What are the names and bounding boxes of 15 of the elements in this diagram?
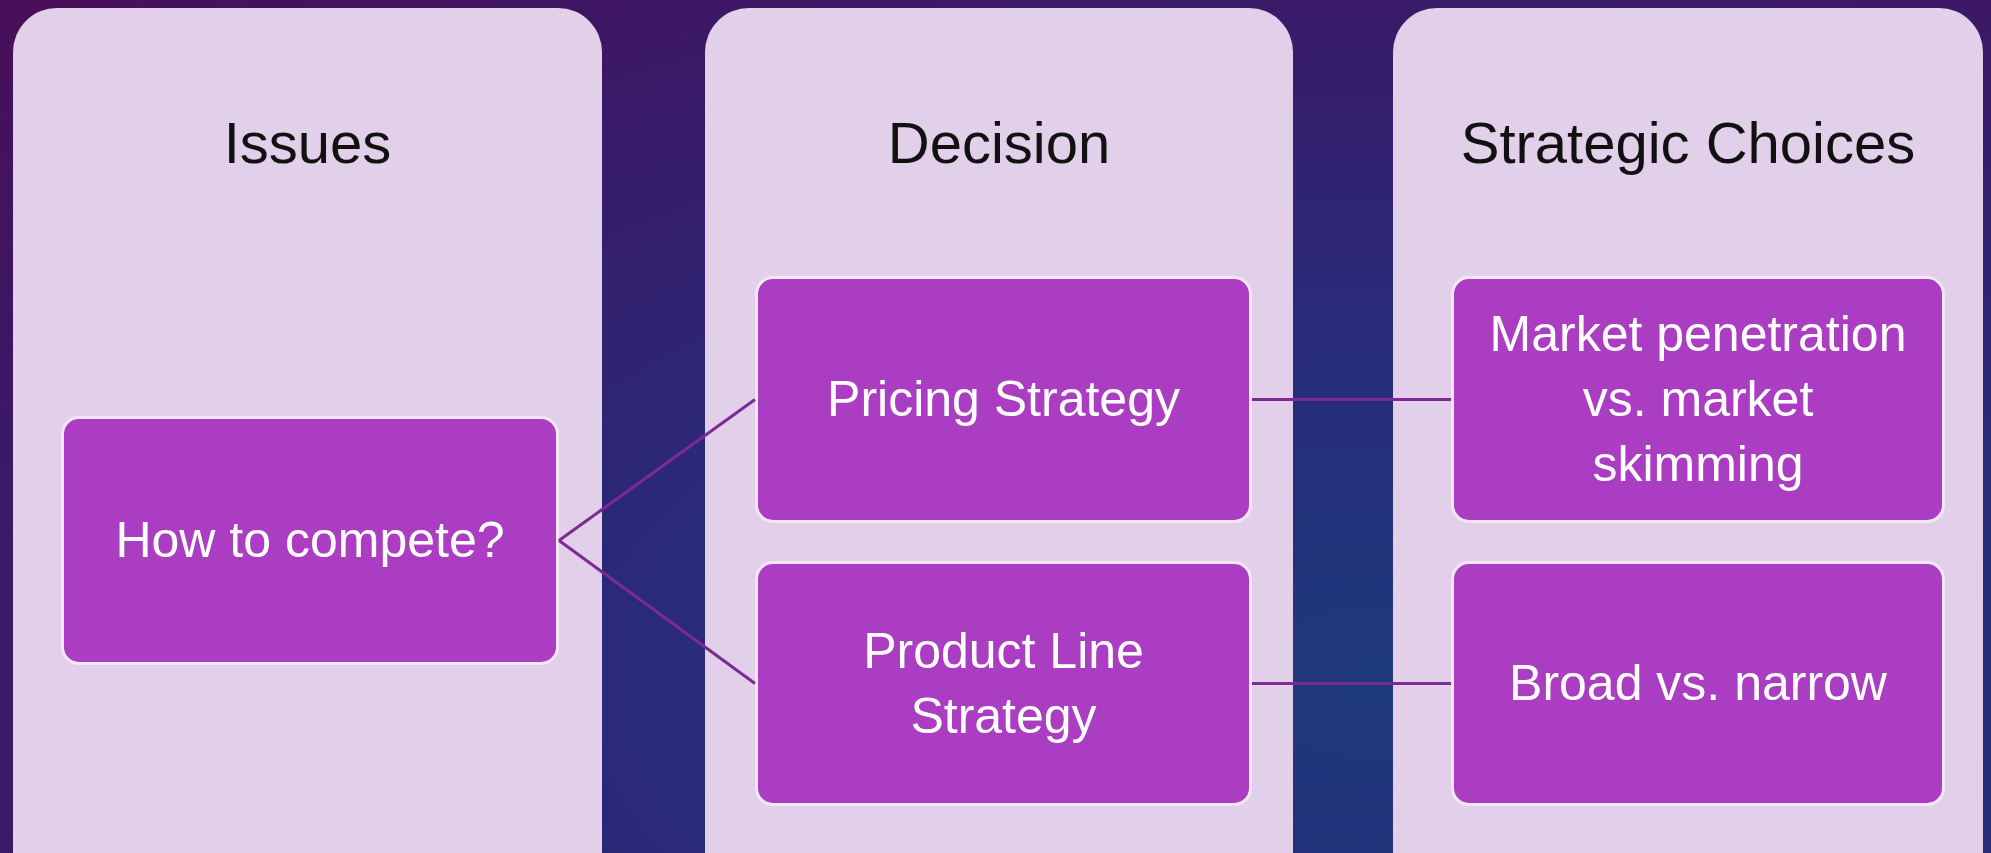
connector-line (558, 398, 756, 542)
connector-line (558, 539, 756, 685)
column-panel (705, 8, 1293, 853)
column-heading: Decision (886, 109, 1112, 178)
connector-line (1252, 682, 1451, 685)
process-box: Broad vs. narrow (1451, 561, 1945, 806)
connector-line (1252, 398, 1451, 401)
process-box: Product Line Strategy (755, 561, 1252, 806)
process-box: Market penetration vs. market skimming (1451, 276, 1945, 523)
column-panel (13, 8, 602, 853)
column-panel (1393, 8, 1983, 853)
column-heading: Strategic Choices (1459, 109, 1917, 178)
process-box: How to compete? (61, 416, 559, 665)
column-heading: Issues (222, 109, 393, 178)
process-box: Pricing Strategy (755, 276, 1252, 523)
